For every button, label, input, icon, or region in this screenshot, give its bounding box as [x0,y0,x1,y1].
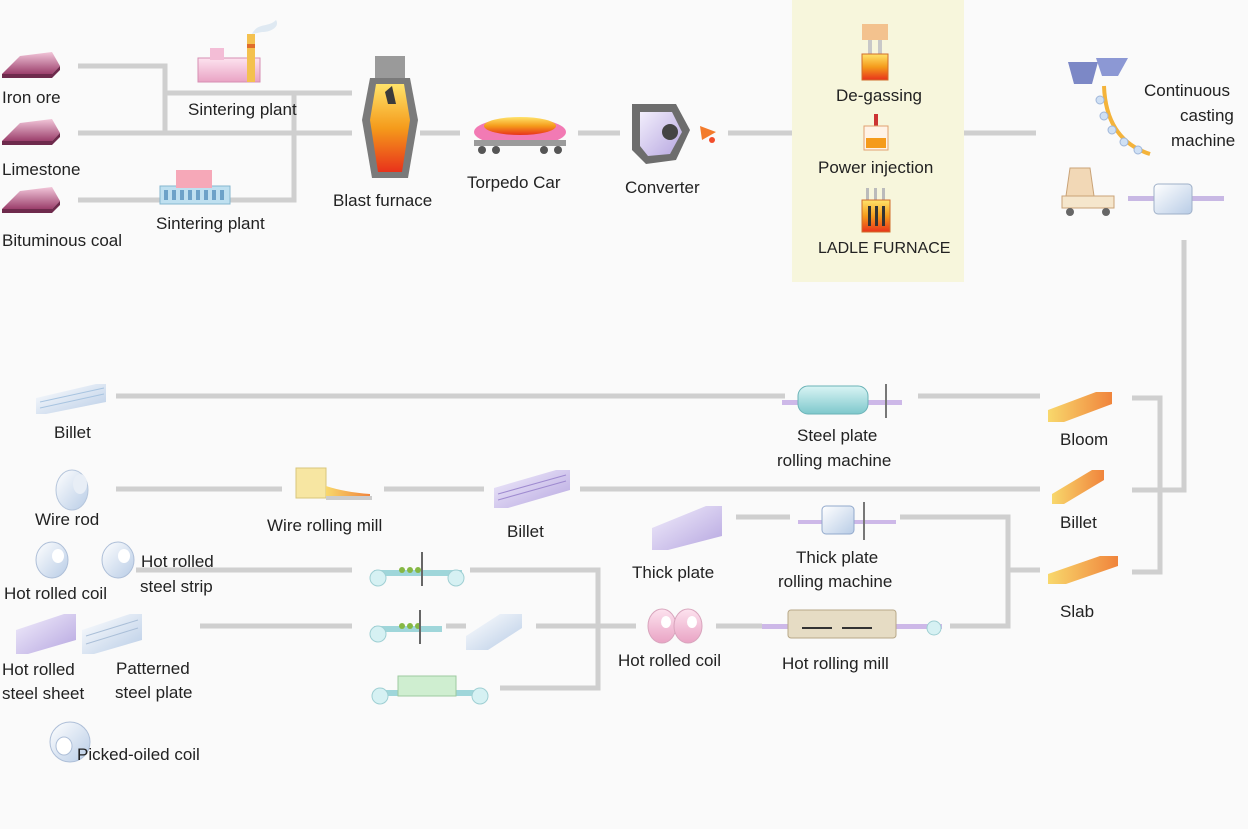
wire-rolling-mill-icon [295,467,372,500]
label-hot-rolled-coil-left: Hot rolled coil [4,584,107,603]
label-patterned-plate-2: steel plate [115,683,193,702]
iron-ore-icon [2,52,60,78]
limestone-icon [2,119,60,145]
thick-plate-icon [652,506,722,550]
hot-rolled-coil-left-icon [35,541,69,579]
patterned-steel-plate-icon [82,614,142,654]
power-injection-icon [863,114,889,151]
strip-line-2-icon [369,610,442,644]
label-hot-rolled-coil-mid: Hot rolled coil [618,651,721,670]
label-wire-rod: Wire rod [35,510,100,529]
hot-rolling-mill-icon [762,609,942,639]
hot-rolled-steel-strip-icon [101,541,135,579]
hot-rolled-coil-mid-icon [647,608,703,644]
torpedo-car-icon [474,117,566,154]
billet-mid-icon [494,470,570,508]
wire-rod-icon [55,469,89,511]
picked-oiled-coil-icon [49,721,91,763]
connector-lines [78,63,1187,691]
label-thick-plate: Thick plate [632,563,715,582]
label-thick-plate-rolling-1: Thick plate [796,548,879,567]
slab-icon [1048,556,1118,584]
billet-right-icon [1052,470,1104,504]
label-wire-rolling-mill: Wire rolling mill [267,516,383,535]
label-patterned-plate-1: Patterned [116,659,190,678]
steel-plate-rolling-machine-icon [782,384,902,418]
label-hot-rolled-sheet-1: Hot rolled [2,660,75,679]
label-billet-right: Billet [1060,513,1097,532]
label-ladle-furnace: LADLE FURNACE [818,240,951,257]
converter-icon [632,104,716,164]
label-degassing: De-gassing [836,86,922,105]
caster-ladle-car-icon [1061,167,1115,216]
label-thick-plate-rolling-2: rolling machine [778,572,893,591]
degassing-icon [861,24,889,81]
pickling-line-icon [371,675,489,705]
label-iron-ore: Iron ore [2,88,61,107]
label-slab: Slab [1060,602,1095,621]
label-converter: Converter [625,178,700,197]
strip-line-1-icon [369,552,465,587]
bituminous-coal-icon [2,187,60,213]
label-hot-rolled-strip-1: Hot rolled [141,552,214,571]
label-sintering-plant-top: Sintering plant [188,100,297,119]
blast-furnace-icon [362,56,418,178]
label-steel-plate-rolling-2: rolling machine [777,451,892,470]
cut-sheet-icon [466,614,522,650]
label-bituminous-coal: Bituminous coal [2,231,123,250]
sintering-plant-top-icon [197,20,278,83]
label-sintering-plant-bottom: Sintering plant [156,214,265,233]
label-continuous-casting-1: Continuous [1144,81,1231,100]
label-steel-plate-rolling-1: Steel plate [797,426,878,445]
label-billet-left: Billet [54,423,91,442]
label-torpedo-car: Torpedo Car [467,173,561,192]
label-blast-furnace: Blast furnace [333,191,433,210]
label-power-injection: Power injection [818,158,934,177]
label-hot-rolled-sheet-2: steel sheet [2,684,85,703]
label-hot-rolled-strip-2: steel strip [140,577,213,596]
caster-cutter-icon [1128,183,1224,215]
label-limestone: Limestone [2,160,81,179]
bloom-icon [1048,392,1112,422]
label-hot-rolling-mill: Hot rolling mill [782,654,889,673]
label-picked-oiled-coil: Picked-oiled coil [77,745,200,764]
thick-plate-rolling-machine-icon [798,502,896,540]
sintering-plant-bottom-icon [159,170,231,205]
label-bloom: Bloom [1060,430,1109,449]
billet-left-icon [36,384,106,414]
label-billet-mid: Billet [507,522,544,541]
label-continuous-casting-3: machine [1171,131,1236,150]
label-continuous-casting-2: casting [1180,106,1234,125]
hot-rolled-steel-sheet-icon [16,614,76,654]
continuous-casting-machine-icon [1068,58,1151,156]
ladle-furnace-icon [861,188,891,233]
